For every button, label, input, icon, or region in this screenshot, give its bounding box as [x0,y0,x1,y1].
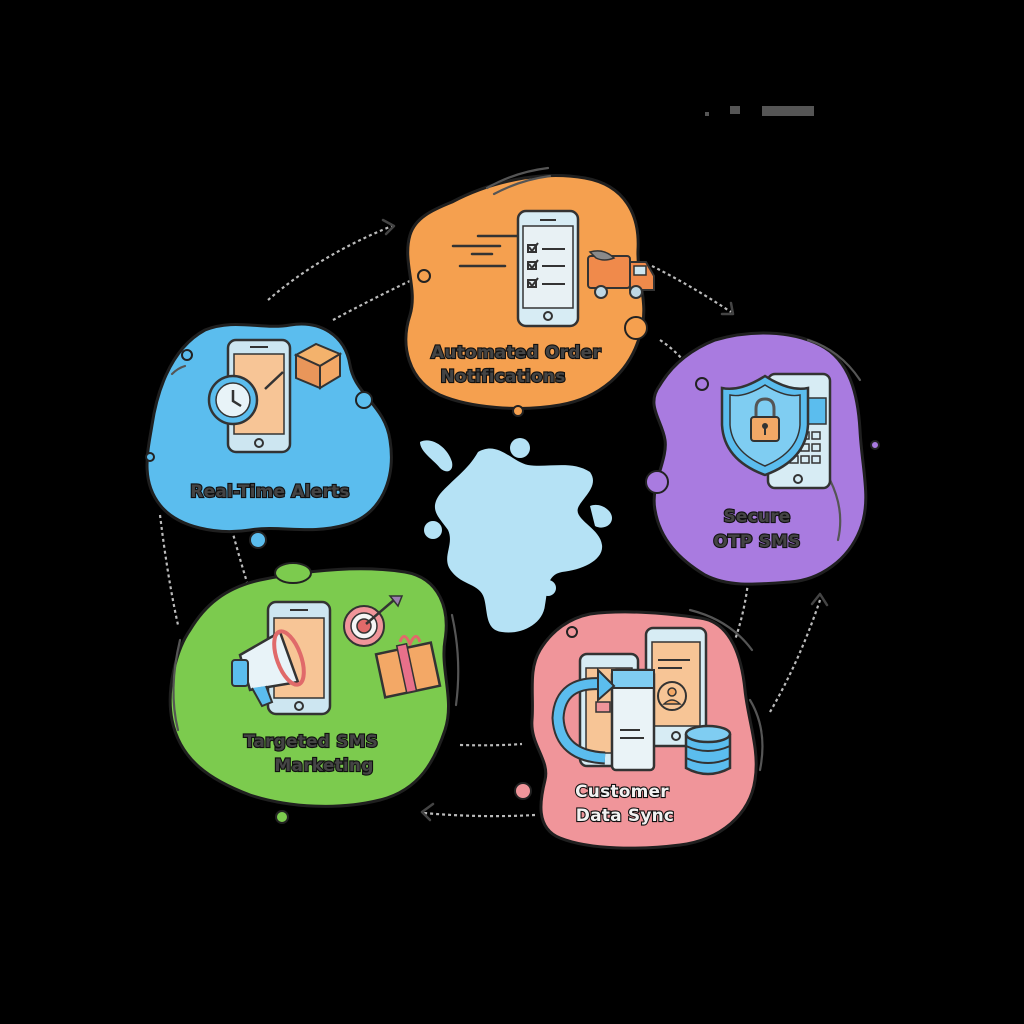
gift-box-icon [374,635,442,699]
bubble-decoration [645,470,669,494]
node-label: OTP SMS [713,532,800,552]
delivery-truck-icon [587,250,655,299]
node-label: Targeted SMS [244,732,379,752]
clock-icon [207,374,259,426]
target-dart-icon [343,595,404,647]
bubble-decoration [181,349,193,361]
bubble-decoration [274,562,312,584]
center-splash [420,438,612,633]
sync-arrow-icon [551,667,616,765]
smartphone-checklist-icon [516,209,580,328]
bubble-decoration [624,316,648,340]
bubble-decoration [512,405,524,417]
node-label: Customer [575,782,669,802]
connector-sync-to-marketing [423,811,536,818]
bubble-decoration [355,391,373,409]
node-label: Notifications [440,367,565,387]
package-box-icon [293,342,343,390]
node-customer-data-sync: Customer Data Sync [514,608,764,850]
bubble-decoration [249,531,267,549]
node-real-time-alerts: Real-Time Alerts [145,322,393,549]
connector-sync-to-otp [769,599,822,713]
user-profile-icon [657,681,687,711]
bubble-decoration [275,810,289,824]
connector-alerts-to-order [267,224,393,301]
bubble-decoration [870,440,880,450]
database-icon [684,724,732,776]
arrowhead-icon [381,218,396,236]
connector-alerts-order-inner [332,277,417,321]
bubble-decoration [566,626,578,638]
bubble-decoration [695,377,709,391]
megaphone-icon [231,629,306,708]
arrowhead-icon [720,301,735,316]
connector-marketing-sync-inner [459,742,523,747]
arrowhead-icon [420,802,435,822]
node-label: Automated Order [431,343,601,363]
bubble-decoration [417,269,431,283]
node-targeted-sms-marketing: Targeted SMS Marketing [168,562,460,824]
node-label: Marketing [274,756,373,776]
node-label: Secure [723,507,790,527]
bubble-decoration [514,782,532,800]
node-label: Data Sync [576,806,674,826]
smartphone-icon [226,338,292,454]
shield-lock-icon [720,374,810,477]
node-automated-order-notifications: Automated Order Notifications [404,166,655,417]
artifact-marks [705,106,814,116]
connector-order-to-otp [651,265,732,313]
bubble-decoration [145,452,155,462]
connector-otp-sync-inner [733,581,750,641]
connector-alerts-marketing-inner [230,529,252,593]
arrowhead-icon [810,592,829,607]
connector-marketing-to-alerts [158,514,180,626]
node-label: Real-Time Alerts [190,482,349,502]
node-secure-otp-sms: Secure OTP SMS [645,331,880,586]
